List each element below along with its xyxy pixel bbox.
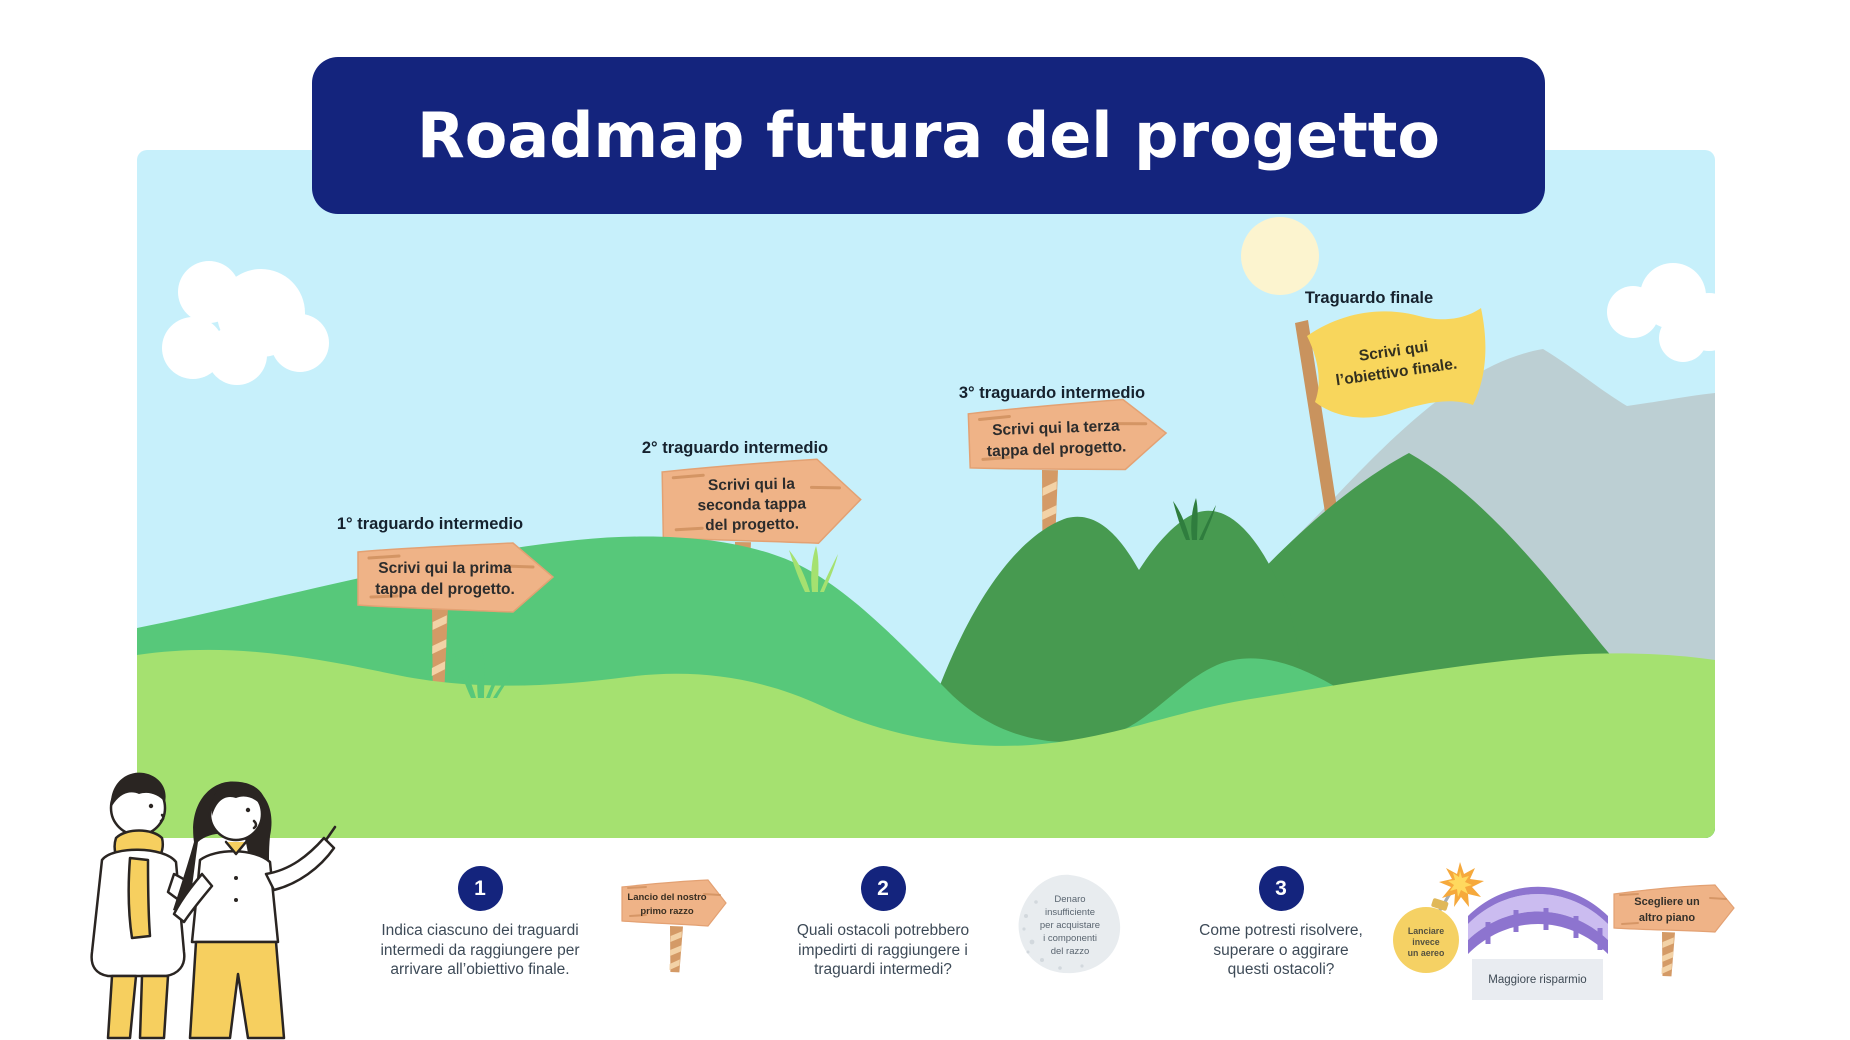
milestone-3-sign: 3° traguardo intermedio Scrivi q [959,384,1168,557]
flag-pole [1295,320,1345,563]
milestone-2-label: 2° traguardo intermedio [642,439,828,457]
bomb-text-line: un aereo [1408,948,1445,958]
step-3-number-badge: 3 [1258,866,1304,911]
bomb-text-line: Lanciare [1408,926,1444,936]
milestone-3-label: 3° traguardo intermedio [959,384,1145,402]
obstacle-cloud-line: per acquistare [1040,920,1100,931]
cloud-right-icon [1607,263,1715,362]
milestone-1-line: tappa del progetto. [375,581,515,598]
milestone-3-line: tappa del progetto. [987,438,1127,460]
milestone-2-line: seconda tappa [697,495,806,514]
step-3-text-line: superare o aggirare [1213,941,1349,959]
obstacle-cloud-line: Denaro [1054,894,1085,905]
step-2-text-line: impedirti di raggiungere i [798,941,968,959]
grass-tuft-light-icon [789,546,838,592]
landscape-panel: Scrivi qui l’obiettivo finale. Traguardo… [137,150,1715,838]
milestone-1-line: Scrivi qui la prima [378,560,512,577]
people-illustration [90,772,337,1040]
rocket-sign-line: Lancio del nostro [627,892,706,903]
bridge-icon [1468,886,1608,954]
obstacle-cloud-line: i componenti [1043,933,1097,944]
step-2-text-line: Quali ostacoli potrebbero [796,922,970,939]
plan-sign-line: Scegliere un [1634,896,1700,908]
step-3-text-line: questi ostacoli? [1227,961,1335,978]
step-2-number-badge: 2 [860,866,906,911]
final-goal-label: Traguardo finale [1305,289,1433,307]
step-2-text-line: traguardi intermedi? [814,961,952,978]
foreground-light-green [137,649,1715,838]
milestone-2-sign: 2° traguardo intermedio Scrivi q [642,439,862,613]
woman-figure [172,781,337,1040]
rocket-sign-line: primo razzo [640,906,694,917]
flag-cloth [1307,308,1486,418]
obstacle-cloud-icon: Denaro insufficiente per acquistare i co… [1018,874,1121,974]
milestone-2-line: Scrivi qui la [708,476,796,495]
milestone-1-label: 1° traguardo intermedio [337,515,523,533]
final-goal-flag: Scrivi qui l’obiettivo finale. Traguardo… [1295,289,1486,563]
grass-tuft-dark-icon [1173,498,1216,540]
step-2: 2 Quali ostacoli potrebbero impedirti di… [723,866,1043,980]
bomb-icon: Lanciare invece un aereo [1393,862,1484,973]
title-banner: Roadmap futura del progetto [312,57,1545,214]
plan-sign-line: altro piano [1639,912,1696,924]
step-3-text-line: Come potresti risolvere, [1199,922,1363,939]
step-3: 3 Come potresti risolvere, superare o ag… [1121,866,1441,980]
plan-sign-icon: Scegliere un altro piano [1613,884,1735,977]
rocket-sign-icon: Lancio del nostro primo razzo [621,879,727,973]
step-1-number-badge: 1 [457,866,503,911]
bridge-block: Maggiore risparmio [1468,870,1608,1000]
sun-icon [1241,217,1319,295]
obstacle-cloud-line: del razzo [1051,946,1090,957]
obstacle-cloud-line: insufficiente [1045,907,1095,918]
milestone-1-sign: 1° traguardo intermedio Scrivi q [337,515,555,683]
landscape-scene: Scrivi qui l’obiettivo finale. Traguardo… [137,217,1715,838]
cloud-left-icon [162,261,329,385]
milestone-3-line: Scrivi qui la terza [992,418,1120,439]
grass-tuft-medium-icon [455,650,512,698]
man-figure [90,772,242,1040]
spark-icon [1439,862,1484,907]
bomb-text-line: invece [1412,937,1439,947]
bridge-caption: Maggiore risparmio [1472,959,1603,1000]
page-title: Roadmap futura del progetto [417,99,1440,172]
milestone-2-line: del progetto. [705,516,799,535]
